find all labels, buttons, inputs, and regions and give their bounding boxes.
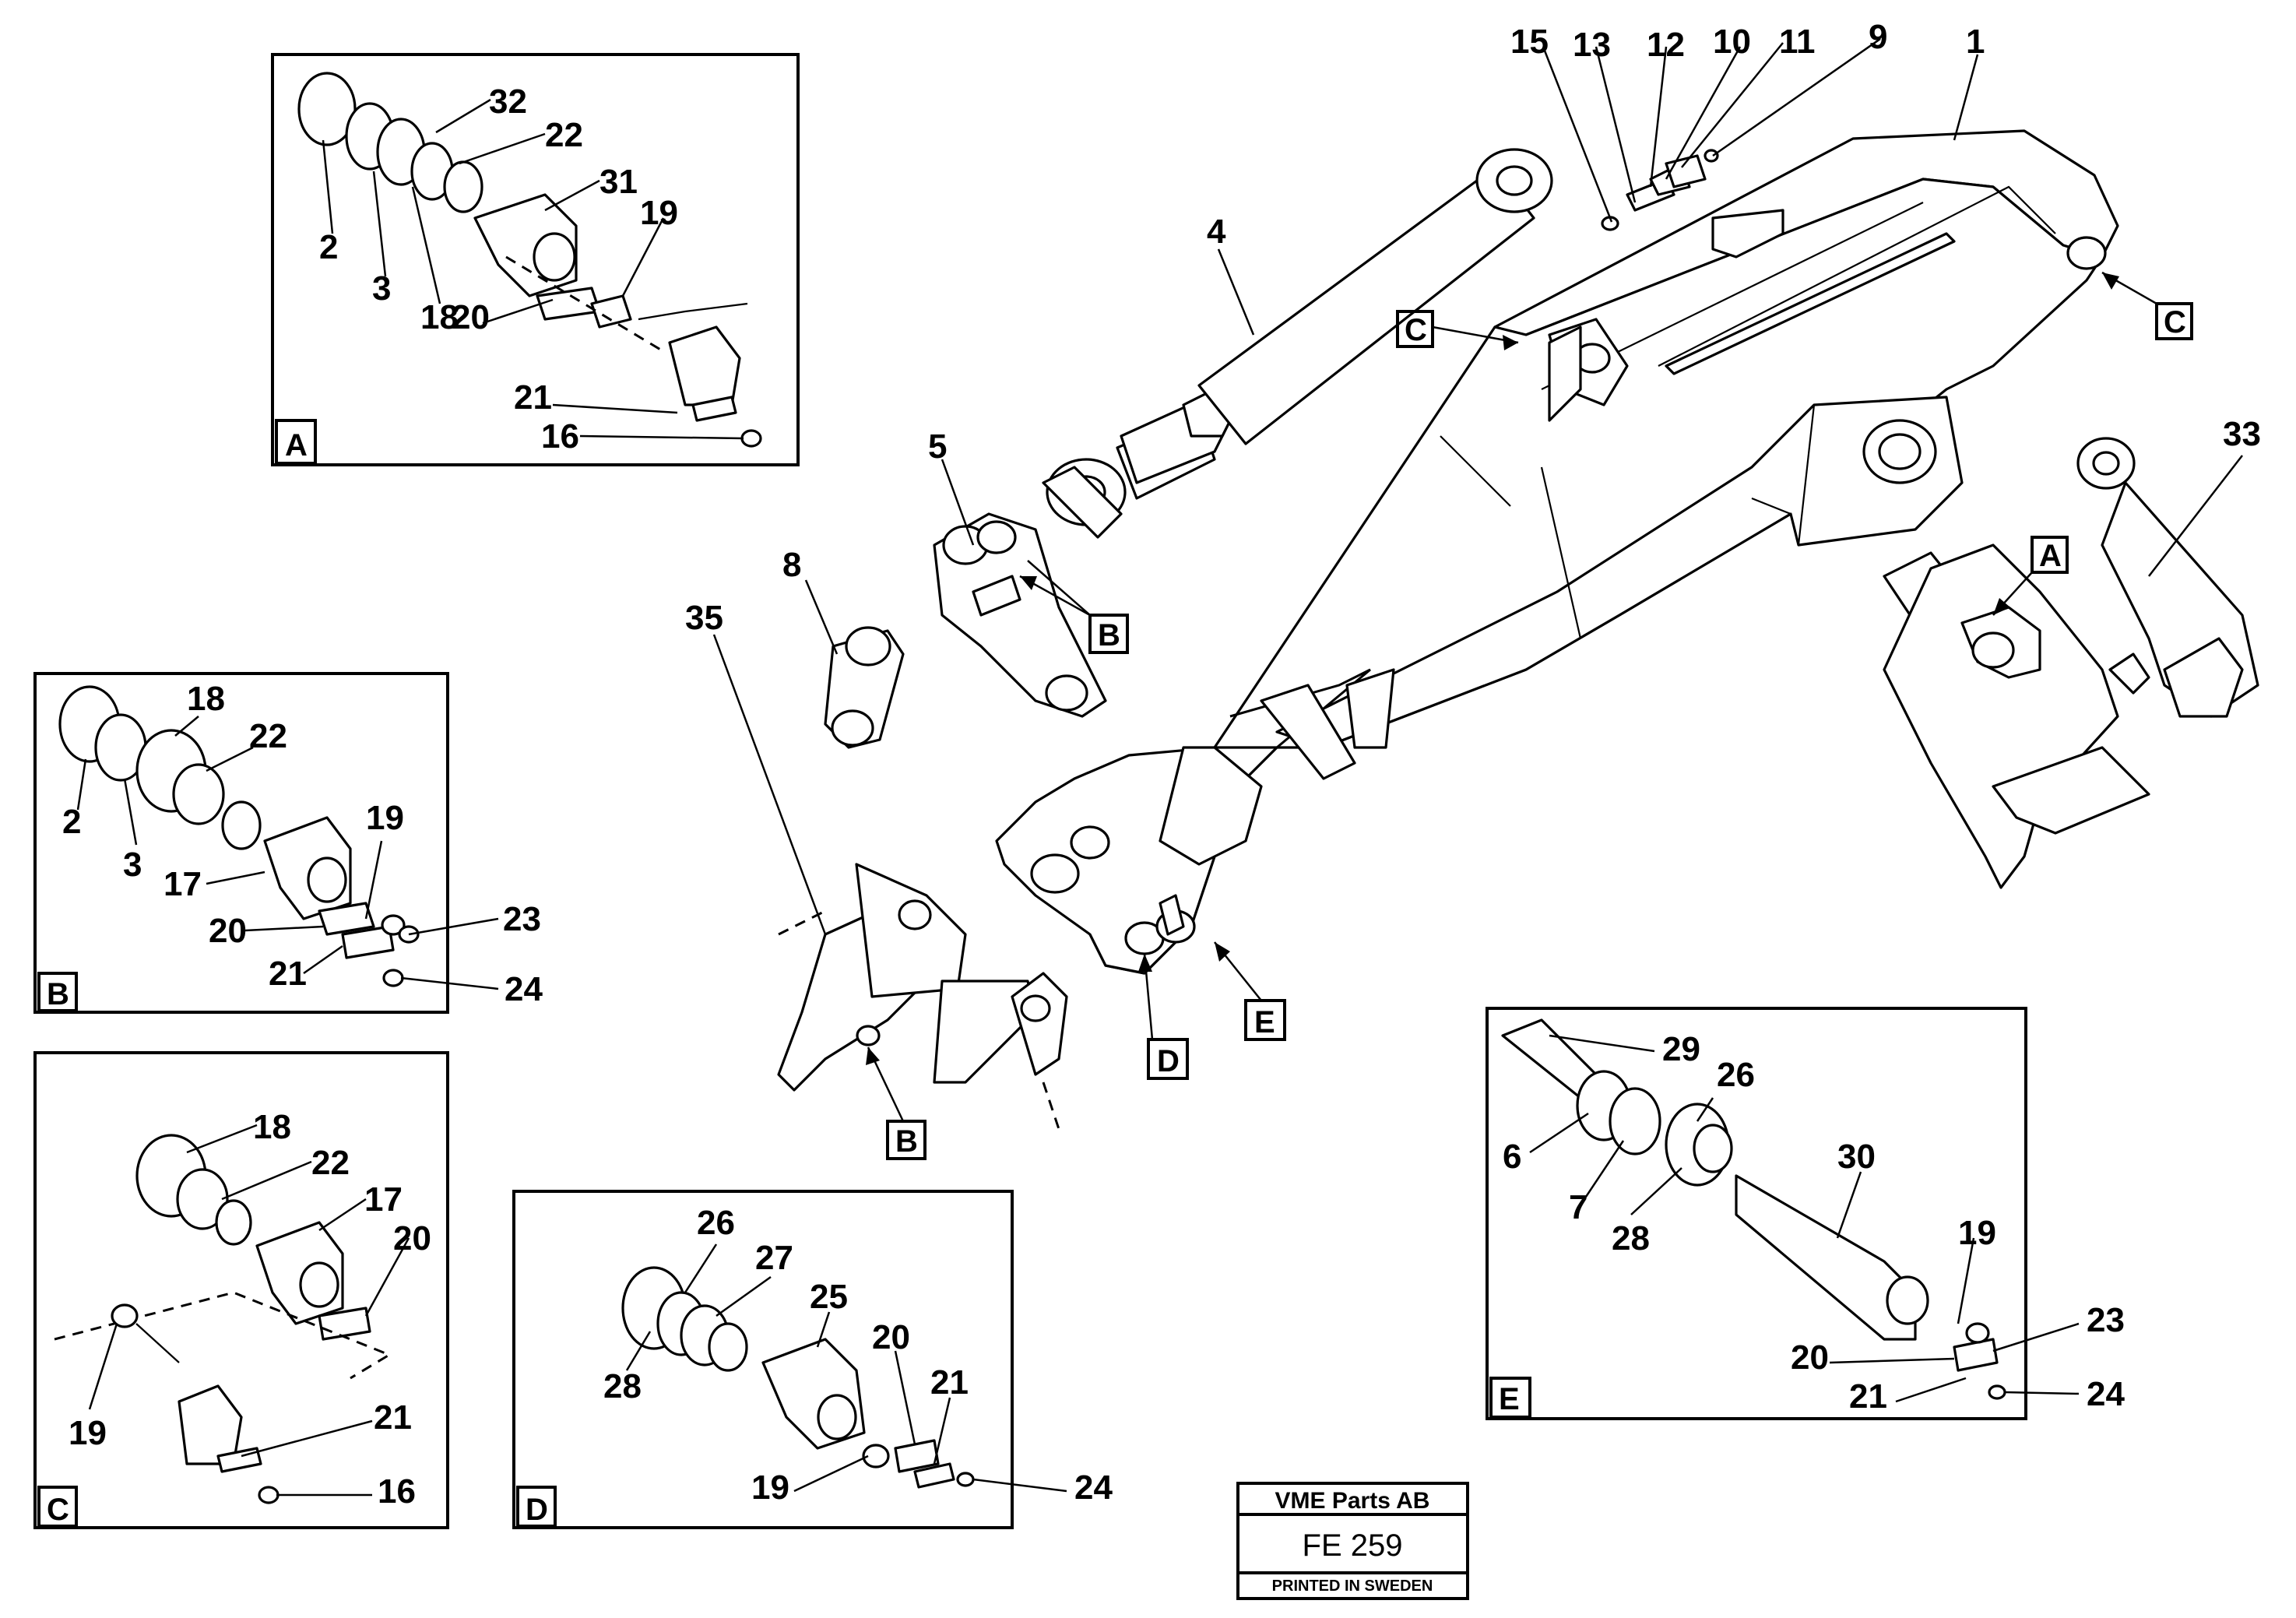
callout-a-22: 22 (545, 116, 583, 154)
flag-c-right: C (2164, 305, 2186, 339)
callout-b-19: 19 (366, 799, 404, 837)
callout-d-28: 28 (603, 1367, 642, 1405)
stamp-code: FE 259 (1303, 1528, 1403, 1563)
boom-assembly (995, 129, 2119, 975)
flag-b-top: B (1098, 618, 1120, 652)
callout-e-19: 19 (1958, 1214, 1996, 1252)
callout-main-5: 5 (928, 427, 947, 466)
callout-d-21: 21 (930, 1363, 969, 1402)
callout-c-19: 19 (69, 1414, 107, 1452)
callout-b-21: 21 (269, 955, 307, 993)
bucket-bracket (777, 863, 1068, 1130)
leader-lines (76, 37, 2243, 1497)
callout-c-22: 22 (311, 1144, 350, 1182)
callout-a-19: 19 (640, 194, 678, 232)
callout-d-25: 25 (810, 1278, 848, 1316)
callout-d-27: 27 (755, 1239, 793, 1277)
callout-e-6: 6 (1503, 1138, 1521, 1176)
callout-c-21: 21 (374, 1398, 412, 1437)
callout-d-26: 26 (697, 1204, 735, 1242)
callout-c-17: 17 (364, 1180, 403, 1219)
stamp-company: VME Parts AB (1275, 1488, 1430, 1514)
link-part-8 (824, 626, 905, 749)
reference-flags (866, 271, 2193, 1160)
frame-b-label: B (47, 977, 69, 1011)
callout-b-18: 18 (187, 680, 225, 718)
callout-a-3: 3 (372, 269, 391, 308)
link-part-5 (933, 512, 1107, 718)
callout-e-24: 24 (2087, 1375, 2125, 1413)
frame-e-label: E (1499, 1382, 1520, 1416)
callout-d-19: 19 (751, 1469, 789, 1507)
callout-main-15: 15 (1510, 23, 1549, 61)
callout-e-7: 7 (1569, 1188, 1588, 1226)
callout-c-20: 20 (393, 1219, 431, 1257)
callout-b-22: 22 (249, 717, 287, 755)
detail-frame-d (512, 1190, 1014, 1529)
callout-b-3: 3 (123, 846, 142, 884)
callout-d-20: 20 (872, 1318, 910, 1356)
callout-labels: 1 4 5 8 9 10 11 12 13 15 33 35 2 3 18 32… (47, 18, 2261, 1527)
flag-b-bottom: B (895, 1124, 918, 1159)
arm-cylinder (2076, 437, 2259, 718)
callout-e-28: 28 (1612, 1219, 1650, 1257)
callout-main-33: 33 (2223, 415, 2261, 453)
flag-c-left: C (1405, 313, 1427, 347)
callout-e-26: 26 (1717, 1056, 1755, 1094)
callout-a-31: 31 (599, 163, 638, 201)
callout-b-17: 17 (163, 865, 202, 903)
callout-main-1: 1 (1966, 23, 1985, 61)
callout-b-23: 23 (503, 900, 541, 938)
callout-c-18: 18 (253, 1108, 291, 1146)
callout-e-21: 21 (1849, 1377, 1887, 1416)
callout-main-11: 11 (1779, 23, 1816, 61)
callout-a-21: 21 (514, 378, 552, 417)
callout-a-2: 2 (319, 228, 338, 266)
callout-e-29: 29 (1662, 1030, 1700, 1068)
callout-main-13: 13 (1573, 26, 1611, 64)
callout-b-2: 2 (62, 803, 81, 841)
detail-frame-e (1486, 1007, 2027, 1420)
callout-c-16: 16 (378, 1472, 416, 1511)
callout-main-8: 8 (782, 546, 801, 584)
boom-cylinder (1042, 148, 1553, 539)
callout-a-16: 16 (541, 417, 579, 456)
callout-a-32: 32 (489, 83, 527, 121)
stamp-footer: PRINTED IN SWEDEN (1272, 1578, 1433, 1595)
frame-a-label: A (285, 428, 308, 463)
callout-a-18: 18 (420, 298, 459, 336)
frame-d-label: D (526, 1493, 548, 1527)
detail-frame-b (33, 672, 449, 1014)
callout-b-20: 20 (209, 912, 247, 950)
callout-e-20: 20 (1791, 1338, 1829, 1377)
callout-main-4: 4 (1207, 213, 1226, 251)
title-stamp: VME Parts AB FE 259 PRINTED IN SWEDEN (1236, 1482, 1469, 1600)
callout-main-35: 35 (685, 599, 723, 637)
frame-c-label: C (47, 1493, 69, 1527)
callout-d-24: 24 (1074, 1469, 1113, 1507)
detail-frame-a (271, 53, 800, 466)
flag-e: E (1254, 1005, 1275, 1039)
callout-main-9: 9 (1869, 18, 1887, 56)
callout-e-23: 23 (2087, 1301, 2125, 1339)
arm-assembly (1883, 543, 2150, 889)
flag-d: D (1157, 1044, 1180, 1078)
callout-a-20: 20 (452, 298, 490, 336)
callout-b-24: 24 (505, 970, 543, 1008)
callout-main-10: 10 (1713, 23, 1751, 61)
detail-frame-c (33, 1051, 449, 1529)
flag-a: A (2039, 539, 2062, 573)
callout-e-30: 30 (1837, 1138, 1876, 1176)
callout-main-12: 12 (1647, 26, 1685, 64)
